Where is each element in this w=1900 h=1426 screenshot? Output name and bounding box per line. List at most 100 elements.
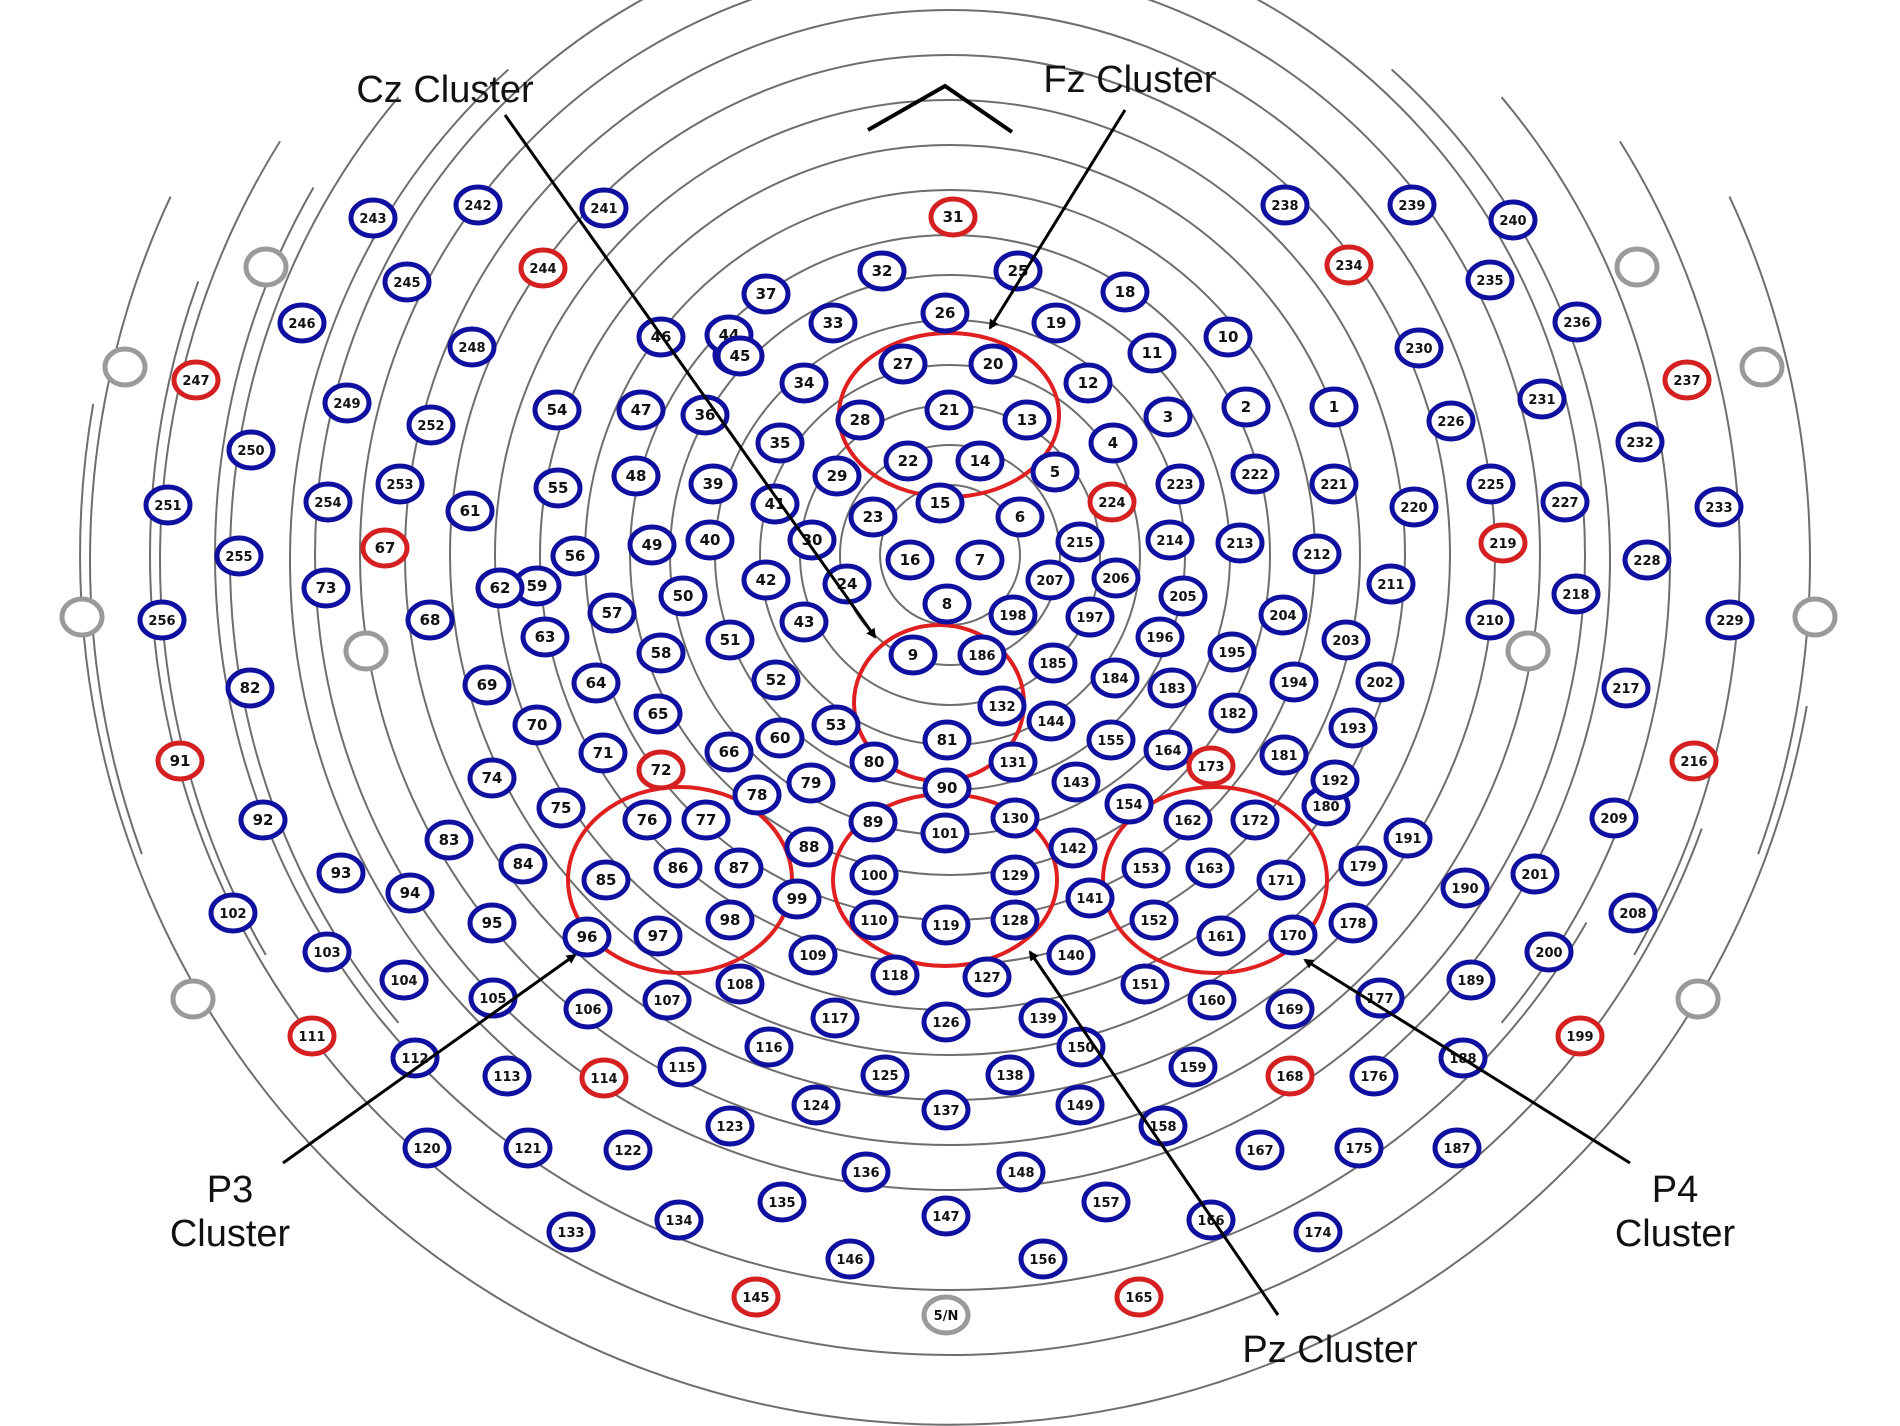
- electrode-ring: [990, 854, 1040, 896]
- electrode-label: 190: [1451, 882, 1478, 897]
- electrode: 253: [375, 463, 425, 505]
- electrode: 215: [1055, 521, 1105, 563]
- electrode-ring: [287, 1015, 337, 1057]
- electrode-ring: [1048, 827, 1098, 869]
- electrode: 196: [1135, 616, 1185, 658]
- electrode-label: 22: [898, 452, 919, 470]
- electrode-ring: [1088, 422, 1138, 464]
- electrode: 90: [922, 767, 972, 809]
- electrode-ring: [1196, 915, 1246, 957]
- electrode-label: 93: [331, 864, 352, 882]
- electrode-label: 212: [1303, 548, 1330, 563]
- electrode-label: 209: [1600, 812, 1627, 827]
- electrode-label: 200: [1535, 946, 1562, 961]
- electrode: 73: [301, 567, 351, 609]
- electrode-label: 149: [1066, 1099, 1093, 1114]
- electrode-ring: [379, 959, 429, 1001]
- electrode-label: 203: [1332, 634, 1359, 649]
- electrode-label: 163: [1196, 862, 1223, 877]
- electrode: 10: [1203, 316, 1253, 358]
- electrode-ring: [1440, 867, 1490, 909]
- electrode-label: 193: [1339, 722, 1366, 737]
- electrode-ring: [1055, 521, 1105, 563]
- electrode-label: 185: [1039, 657, 1066, 672]
- outer-arc: [150, 281, 1702, 1355]
- electrode: 19: [1031, 302, 1081, 344]
- electrode: 237: [1662, 359, 1712, 401]
- electrode-label: 88: [799, 838, 820, 856]
- electrode-ring: [921, 904, 971, 946]
- electrode: 192: [1310, 759, 1360, 801]
- electrode: 67: [360, 527, 410, 569]
- electrode: 175: [1334, 1127, 1384, 1169]
- electrode-ring: [546, 1211, 596, 1253]
- electrode: 193: [1328, 707, 1378, 749]
- electrode-label: 250: [237, 444, 264, 459]
- electrode: 125: [860, 1054, 910, 1096]
- electrode-label: 227: [1551, 496, 1578, 511]
- electrode-label: 150: [1067, 1041, 1094, 1056]
- electrode-label: 246: [288, 317, 315, 332]
- electrode-ring: [1145, 519, 1195, 561]
- electrode-label: 20: [983, 355, 1004, 373]
- electrode: 159: [1168, 1046, 1218, 1088]
- electrode-label: 147: [932, 1210, 959, 1225]
- electrode-ring: [550, 535, 600, 577]
- electrode-label: 4: [1108, 434, 1118, 452]
- electrode-label: 55: [548, 479, 569, 497]
- electrode-label: 238: [1271, 199, 1298, 214]
- electrode: 132: [977, 685, 1027, 727]
- electrode-ring: [1208, 692, 1258, 734]
- electrode: 71: [578, 732, 628, 774]
- electrode-label: 158: [1149, 1120, 1176, 1135]
- electrode-ring: [1187, 979, 1237, 1021]
- electrode: 89: [848, 801, 898, 843]
- electrode-ring: [579, 187, 629, 229]
- electrode: 249: [322, 382, 372, 424]
- electrode-label: 251: [154, 499, 181, 514]
- electrode-label: 201: [1521, 868, 1548, 883]
- electrode-label: 170: [1279, 929, 1306, 944]
- electrode-label: 87: [729, 859, 750, 877]
- electrode-ring: [924, 389, 974, 431]
- electrode-label: 189: [1457, 974, 1484, 989]
- electrode: 220: [1389, 486, 1439, 528]
- electrode-label: 192: [1321, 774, 1348, 789]
- electrode-ring: [681, 799, 731, 841]
- electrode-ring: [243, 246, 289, 288]
- nose-marker: [867, 83, 1014, 134]
- electrode-label: 79: [801, 774, 822, 792]
- electrode: 178: [1328, 902, 1378, 944]
- electrode-ring: [467, 902, 517, 944]
- electrode: 29: [812, 455, 862, 497]
- electrode: 173: [1186, 745, 1236, 787]
- electrode: 54: [532, 389, 582, 431]
- electrode-label: 90: [937, 779, 958, 797]
- electrode-ring: [955, 539, 1005, 581]
- electrode: 75: [536, 787, 586, 829]
- electrode: 241: [579, 187, 629, 229]
- electrode-ring: [921, 1294, 971, 1336]
- electrode-label: 84: [513, 855, 534, 873]
- electrode-label: 106: [574, 1003, 601, 1018]
- electrode: 105: [468, 977, 518, 1019]
- electrode-label: 254: [314, 496, 341, 511]
- electrode-ring: [1309, 463, 1359, 505]
- electrode: 212: [1292, 533, 1342, 575]
- electrode-label: 113: [493, 1070, 520, 1085]
- electrode-ring: [382, 261, 432, 303]
- electrode-ring: [1334, 1127, 1384, 1169]
- electrode: 162: [1163, 799, 1213, 841]
- electrode-label: 101: [931, 827, 958, 842]
- electrode-ring: [1114, 1276, 1164, 1318]
- electrode-label: 167: [1246, 1144, 1273, 1159]
- electrode: 42: [741, 559, 791, 601]
- electrode-ring: [1091, 557, 1141, 599]
- electrode-ring: [1065, 877, 1115, 919]
- electrode-label: 176: [1360, 1070, 1387, 1085]
- electrode-label: 89: [863, 813, 884, 831]
- electrode-ring: [1081, 1181, 1131, 1223]
- electrode: 121: [503, 1127, 553, 1169]
- electrode-ring: [1309, 386, 1359, 428]
- electrode-ring: [226, 429, 276, 471]
